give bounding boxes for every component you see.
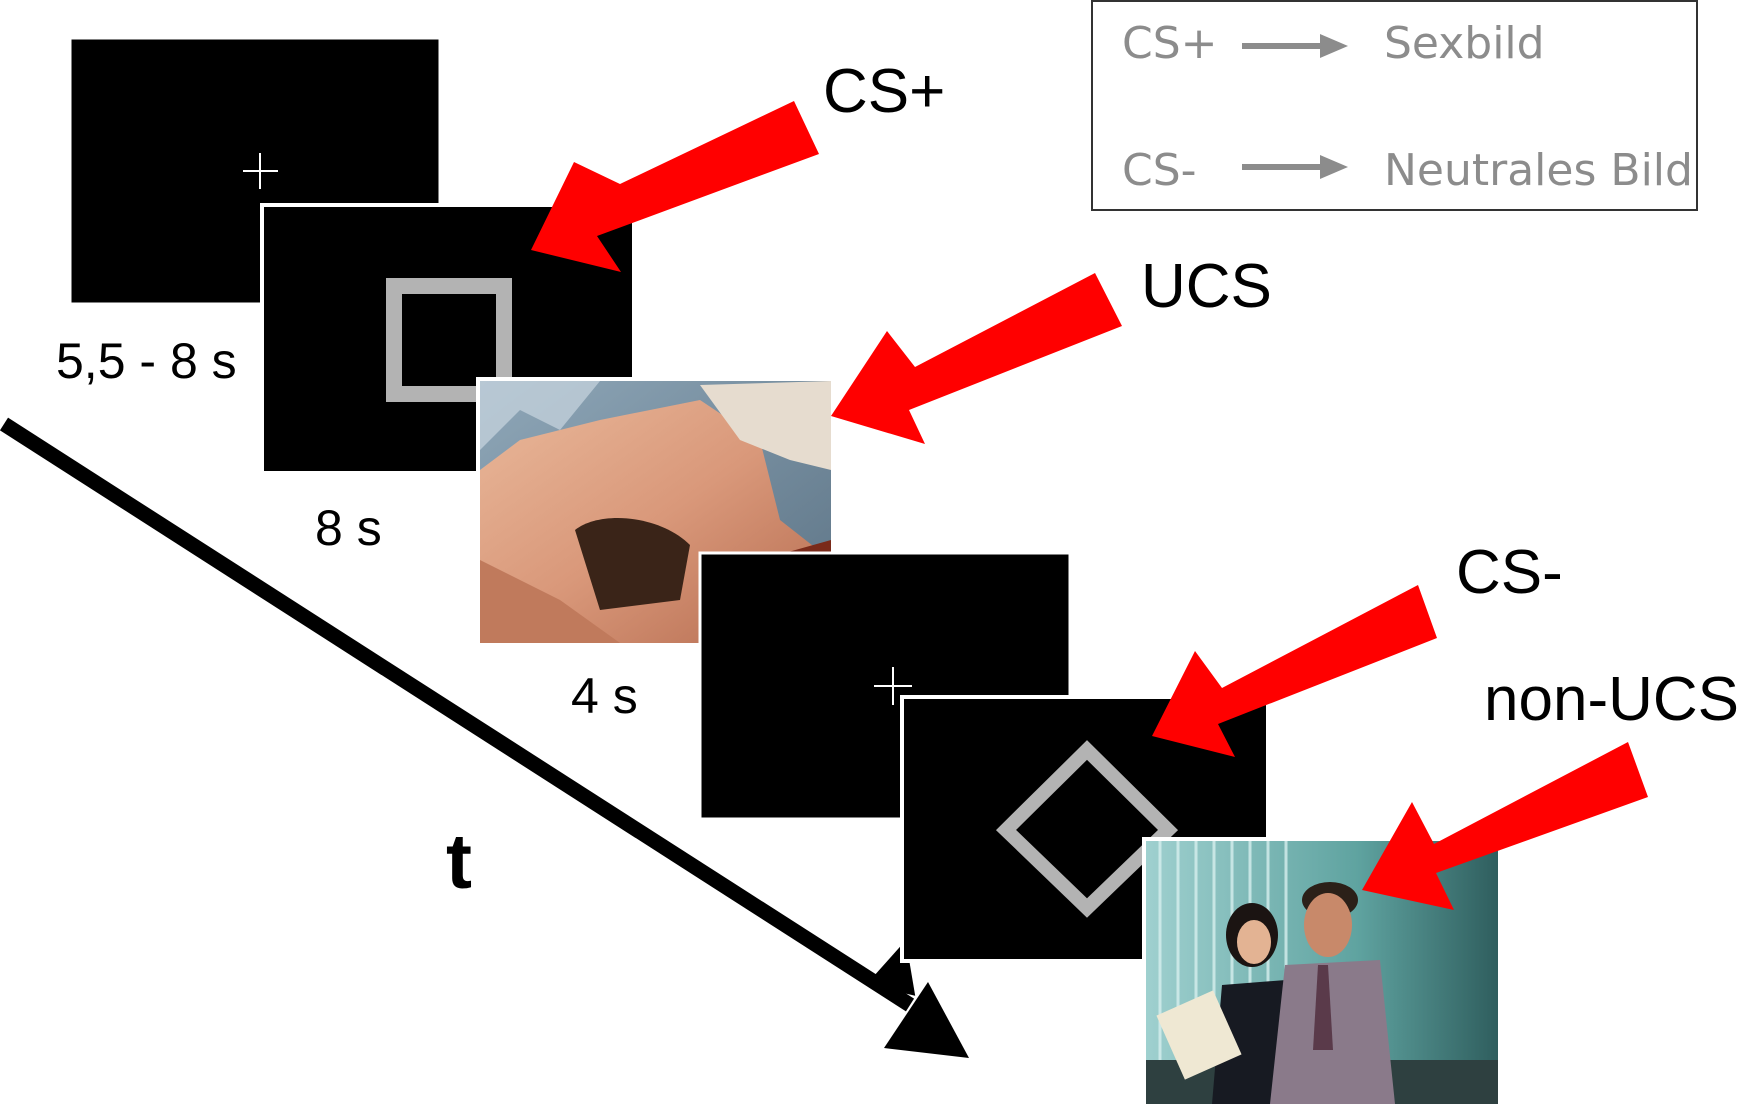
legend-cs-plus-label: CS+ — [1122, 18, 1218, 69]
cs-minus-label: CS- — [1456, 538, 1563, 607]
fixation-duration-label: 5,5 - 8 s — [56, 333, 237, 389]
legend-neutral-label: Neutrales Bild — [1384, 145, 1693, 196]
cs-minus-pointer-arrow — [1152, 585, 1437, 757]
non-ucs-pointer-arrow — [1362, 742, 1648, 910]
ucs-duration-label: 4 s — [571, 668, 638, 724]
time-axis-label: t — [446, 817, 472, 905]
ucs-label: UCS — [1141, 252, 1272, 321]
cs-duration-label: 8 s — [315, 500, 382, 556]
square-shape-icon — [386, 278, 512, 402]
legend-arrow-icon — [1242, 155, 1348, 179]
legend-box: CS+ Sexbild CS- Neutrales Bild — [1091, 0, 1698, 211]
non-ucs-photo — [1142, 837, 1502, 1108]
fixation-cross-icon — [243, 153, 278, 189]
fixation-cross-icon — [874, 667, 912, 705]
legend-arrow-icon — [1242, 34, 1348, 58]
cs-plus-label: CS+ — [823, 57, 945, 126]
legend-cs-minus-label: CS- — [1122, 145, 1197, 196]
ucs-pointer-arrow — [831, 273, 1122, 444]
legend-sexbild-label: Sexbild — [1384, 18, 1545, 69]
diamond-shape-icon — [995, 740, 1179, 918]
non-ucs-label: non-UCS — [1484, 665, 1739, 734]
cs-plus-pointer-arrow — [531, 101, 819, 272]
